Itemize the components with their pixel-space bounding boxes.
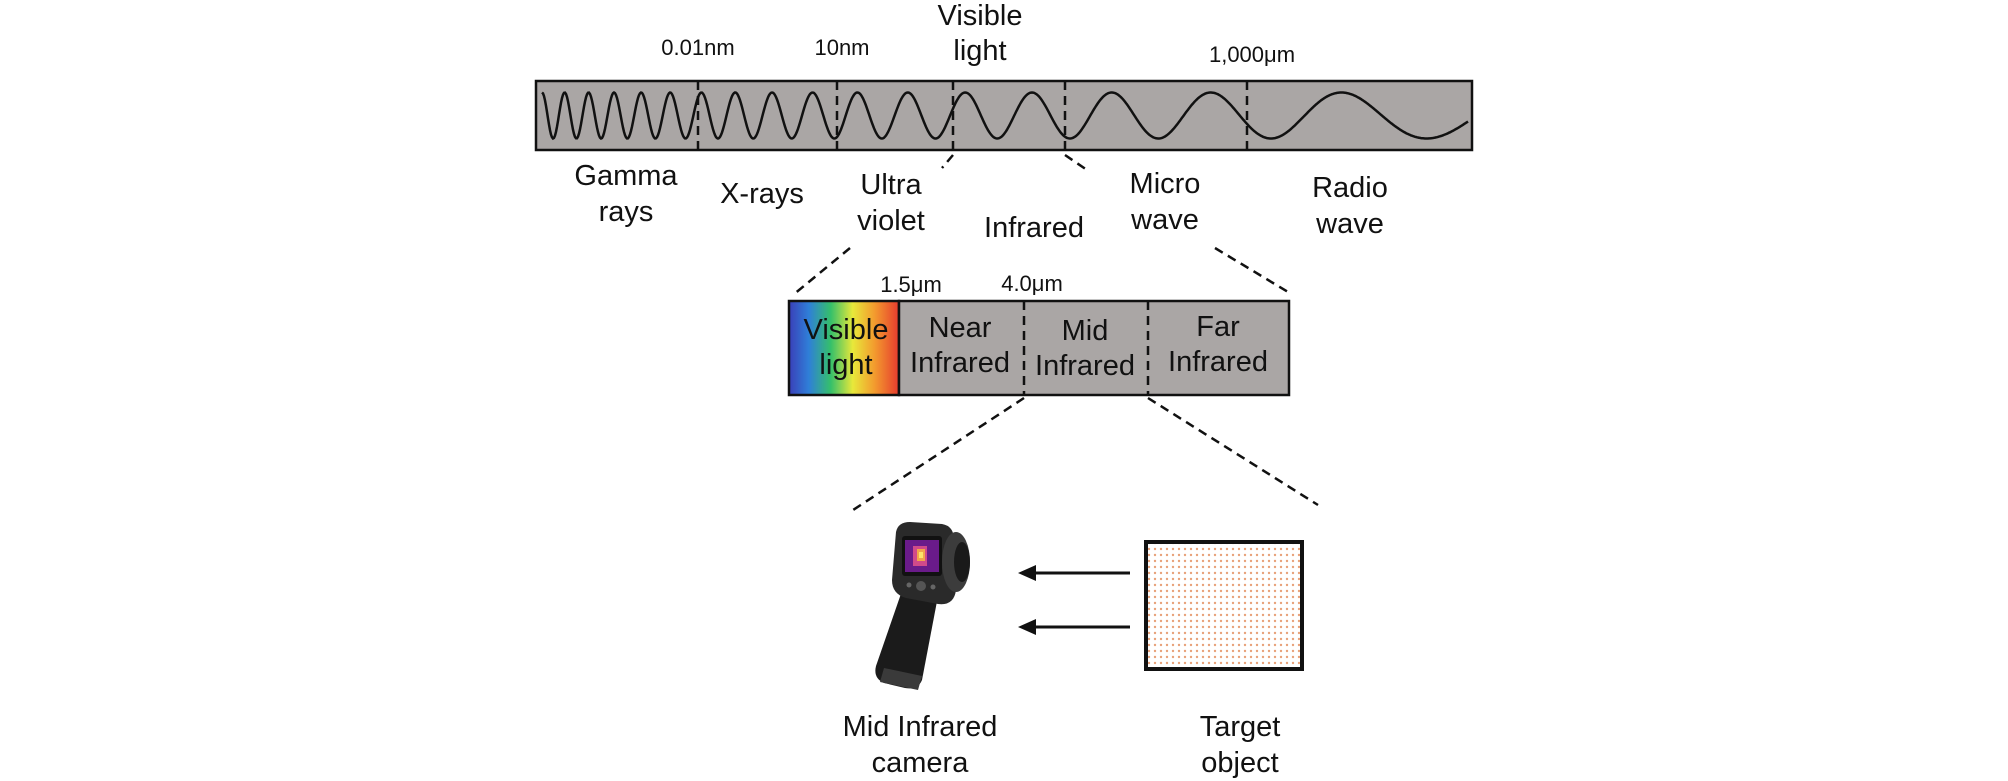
segment-visible-line1: Visible: [804, 314, 889, 346]
boundary-visible-line2: light: [953, 35, 1006, 67]
camera-label-line2: camera: [872, 747, 970, 779]
visible-segment: [787, 299, 901, 397]
band-radio-line1: Radio: [1312, 172, 1388, 204]
band-gamma-line1: Gamma: [574, 160, 678, 192]
band-uv-line1: Ultra: [860, 169, 922, 201]
arrow-lower-head: [1018, 619, 1036, 635]
boundary-10nm: 10nm: [814, 35, 869, 60]
target-label-line1: Target: [1200, 711, 1281, 743]
segment-near-line2: Infrared: [910, 347, 1010, 379]
boundary-0.01nm: 0.01nm: [661, 35, 734, 60]
segment-far-line2: Infrared: [1168, 346, 1268, 378]
boundary-1000um: 1,000μm: [1209, 42, 1295, 67]
thermal-camera-icon: [875, 522, 970, 690]
target-object-box: [1144, 540, 1304, 671]
segment-visible-line2: light: [819, 349, 872, 381]
band-xrays: X-rays: [720, 178, 804, 210]
boundary-1.5um: 1.5μm: [880, 272, 942, 297]
segment-near-line1: Near: [929, 312, 992, 344]
arrow-upper-head: [1018, 565, 1036, 581]
zoom-lines-top: [792, 153, 1289, 296]
camera-label-line1: Mid Infrared: [843, 711, 998, 743]
boundary-visible-line1: Visible: [938, 0, 1023, 32]
band-micro-line2: wave: [1130, 204, 1199, 236]
spectrum-bar: [534, 79, 1474, 152]
band-uv-line2: violet: [857, 205, 925, 237]
infrared-bar: [787, 299, 1291, 397]
band-micro-line1: Micro: [1130, 168, 1201, 200]
segment-far-line1: Far: [1196, 311, 1240, 343]
segment-mid-line1: Mid: [1062, 315, 1109, 347]
zoom-lines-bottom: [849, 396, 1319, 514]
segment-mid-line2: Infrared: [1035, 350, 1135, 382]
band-infrared: Infrared: [984, 212, 1084, 244]
boundary-4.0um: 4.0μm: [1001, 271, 1063, 296]
radiation-arrows: [1018, 565, 1130, 635]
band-gamma-line2: rays: [599, 196, 654, 228]
band-radio-line2: wave: [1315, 208, 1384, 240]
spectrum-wave: [541, 91, 1469, 141]
target-label-line2: object: [1201, 747, 1278, 779]
